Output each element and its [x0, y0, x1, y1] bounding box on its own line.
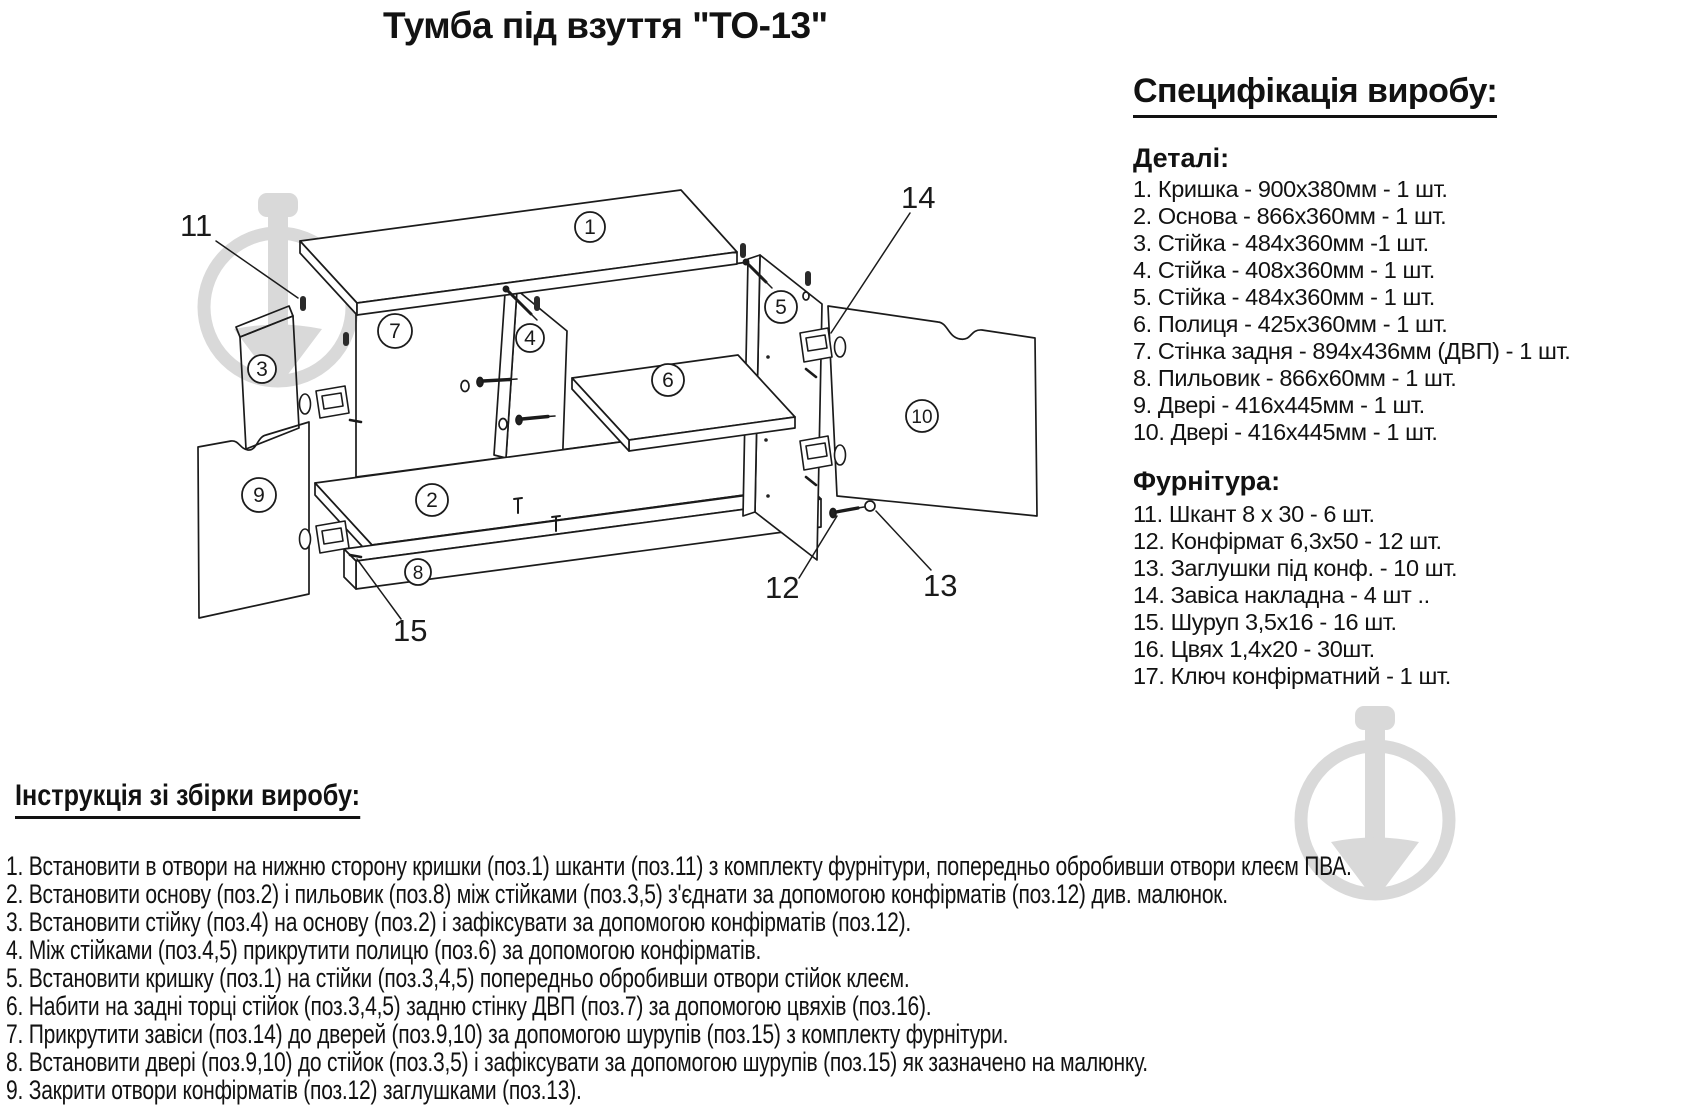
part-label-circles: [242, 212, 938, 585]
part-label-numbers: 1 2 3 4 5 6 7 8 9 10: [253, 216, 932, 584]
spec-detail-item: 5. Стійка - 484х360мм - 1 шт.: [1133, 284, 1435, 310]
spec-detail-item: 1. Кришка - 900х380мм - 1 шт.: [1133, 176, 1448, 202]
spec-hardware-item: 11. Шкант 8 х 30 - 6 шт.: [1133, 501, 1375, 527]
part-label-9: 9: [253, 484, 265, 507]
part-left-upright: [236, 306, 299, 449]
spec-detail-item: 10. Двері - 416х445мм - 1 шт.: [1133, 419, 1438, 445]
assembly-step: 8. Встановити двері (поз.9,10) до стійок…: [6, 1047, 1148, 1077]
part-label-7: 7: [389, 320, 401, 343]
part-label-2: 2: [426, 489, 438, 512]
part-label-6: 6: [662, 369, 674, 392]
spec-detail-item: 4. Стійка - 408х360мм - 1 шт.: [1133, 257, 1435, 283]
part-label-10: 10: [911, 407, 932, 428]
part-shelf: [572, 355, 795, 451]
confirmat-screw-icon: [477, 259, 864, 517]
hardware-label-11: 11: [180, 208, 212, 243]
spec-details-heading: Деталі:: [1133, 143, 1230, 173]
spec-detail-item: 6. Полиця - 425х360мм - 1 шт.: [1133, 311, 1448, 337]
assembly-heading: Інструкція зі збірки виробу:: [15, 779, 361, 819]
hardware-label-13: 13: [923, 568, 957, 603]
part-dust-strip: [344, 487, 821, 589]
dowel-icon: [300, 243, 811, 346]
leader-line: [216, 213, 931, 619]
spec-hardware-item: 16. Цвях 1,4х20 - 30шт.: [1133, 636, 1375, 662]
hardware-label-15: 15: [393, 613, 427, 648]
assembly-step: 1. Встановити в отвори на нижню сторону …: [6, 851, 1352, 881]
spec-hardware-item: 14. Завіса накладна - 4 шт ..: [1133, 582, 1430, 608]
part-label-5: 5: [775, 296, 787, 319]
assembly-step: 7. Прикрутити завіси (поз.14) до дверей …: [6, 1019, 1009, 1049]
spec-hardware-item: 15. Шуруп 3,5х16 - 16 шт.: [1133, 609, 1397, 635]
hole-icon: [461, 292, 809, 430]
part-label-1: 1: [584, 216, 596, 239]
spec-detail-item: 7. Стінка задня - 894х436мм (ДВП) - 1 шт…: [1133, 338, 1571, 364]
hinge-icon: [300, 328, 846, 557]
assembly-step: 4. Між стійками (поз.4,5) прикрутити пол…: [6, 935, 762, 965]
spec-detail-item: 3. Стійка - 484х360мм -1 шт.: [1133, 230, 1429, 256]
spec-detail-item: 8. Пильовик - 866х60мм - 1 шт.: [1133, 365, 1457, 391]
spec-detail-item: 9. Двері - 416х445мм - 1 шт.: [1133, 392, 1425, 418]
spec-hardware-list: 11. Шкант 8 х 30 - 6 шт. 12. Конфірмат 6…: [1133, 501, 1458, 690]
part-top-panel: [300, 190, 737, 315]
assembly-step: 6. Набити на задні торці стійок (поз.3,4…: [6, 991, 932, 1021]
spec-details-list: 1. Кришка - 900х380мм - 1 шт. 2. Основа …: [1133, 176, 1571, 446]
hardware-label-12: 12: [765, 570, 799, 605]
hardware-label-numbers: 11 14 12 13 15: [180, 180, 957, 648]
assembly-steps: 1. Встановити в отвори на нижню сторону …: [6, 852, 1685, 1104]
assembly-step: 9. Закрити отвори конфірматів (поз.12) з…: [6, 1075, 582, 1105]
spec-heading: Специфікація виробу:: [1133, 72, 1498, 118]
hardware-label-14: 14: [901, 180, 935, 215]
spec-hardware-heading: Фурнітура:: [1133, 466, 1281, 496]
assembly-step: 2. Встановити основу (поз.2) і пильовик …: [6, 879, 1228, 909]
part-label-8: 8: [413, 563, 424, 584]
spec-hardware-item: 13. Заглушки під конф. - 10 шт.: [1133, 555, 1458, 581]
part-label-3: 3: [256, 358, 268, 381]
page-title: Тумба під взуття "ТО-13": [383, 5, 828, 46]
spec-hardware-item: 17. Ключ конфірматний - 1 шт.: [1133, 663, 1451, 689]
part-left-door: [198, 422, 309, 618]
assembly-step: 3. Встановити стійку (поз.4) на основу (…: [6, 907, 912, 937]
spec-detail-item: 2. Основа - 866х360мм - 1 шт.: [1133, 203, 1447, 229]
part-label-4: 4: [524, 327, 536, 350]
assembly-step: 5. Встановити кришку (поз.1) на стійки (…: [6, 963, 910, 993]
cap-plug-icon: [865, 501, 875, 511]
spec-hardware-item: 12. Конфірмат 6,3х50 - 12 шт.: [1133, 528, 1442, 554]
nail-icon: [514, 498, 560, 531]
